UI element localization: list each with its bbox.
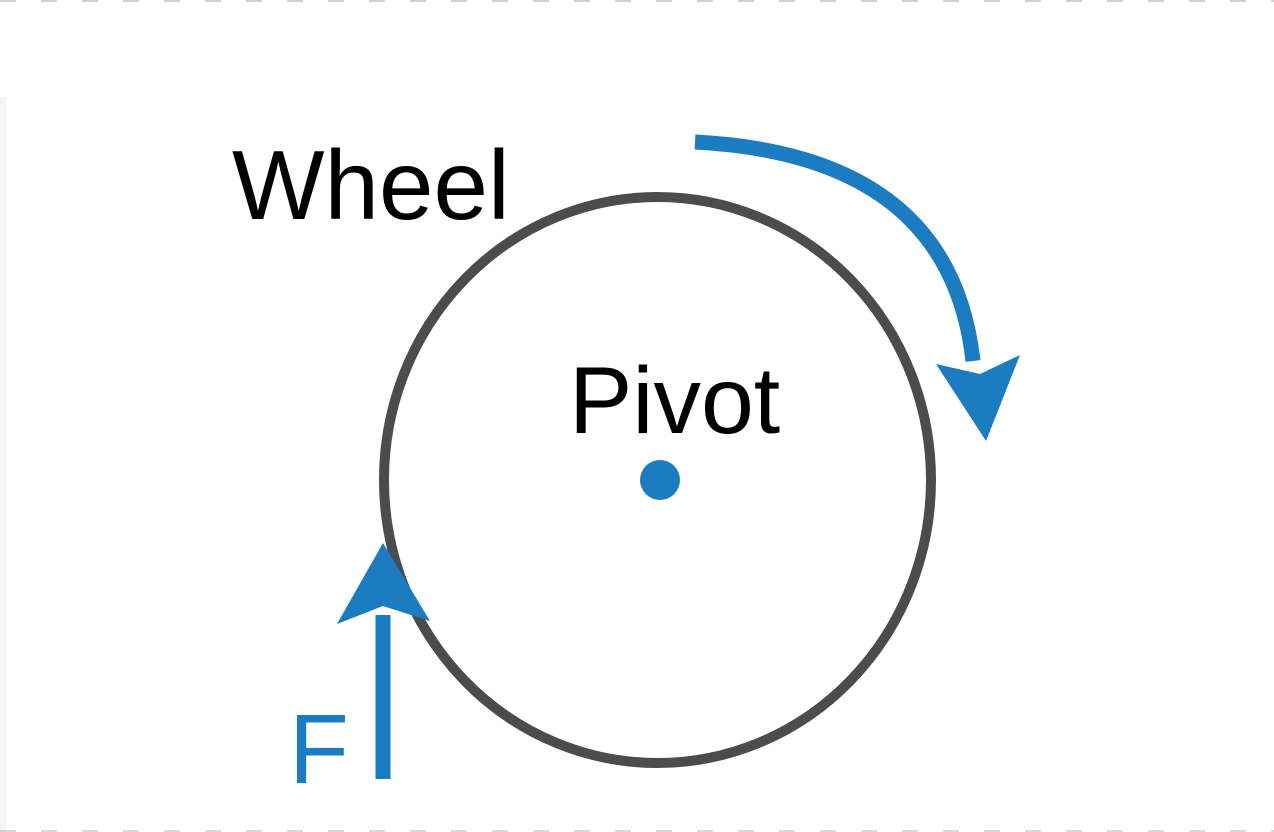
screenshot-edge-artifact-left [0,97,6,832]
rotation-arrow-curve [694,134,981,362]
pivot-label: Pivot [569,348,780,454]
rotation-arrow-head-icon [936,355,1020,441]
rotation-arrow-clockwise [694,134,1020,441]
wheel-circle [379,192,936,768]
force-arrow-head-icon [337,543,430,624]
pivot-dot [640,460,680,500]
wheel-label: Wheel [232,130,510,240]
screenshot-edge-artifact-bottom [0,830,1274,832]
force-label: F [289,694,349,804]
screenshot-edge-artifact-top [0,0,1274,2]
force-arrow [337,543,430,779]
